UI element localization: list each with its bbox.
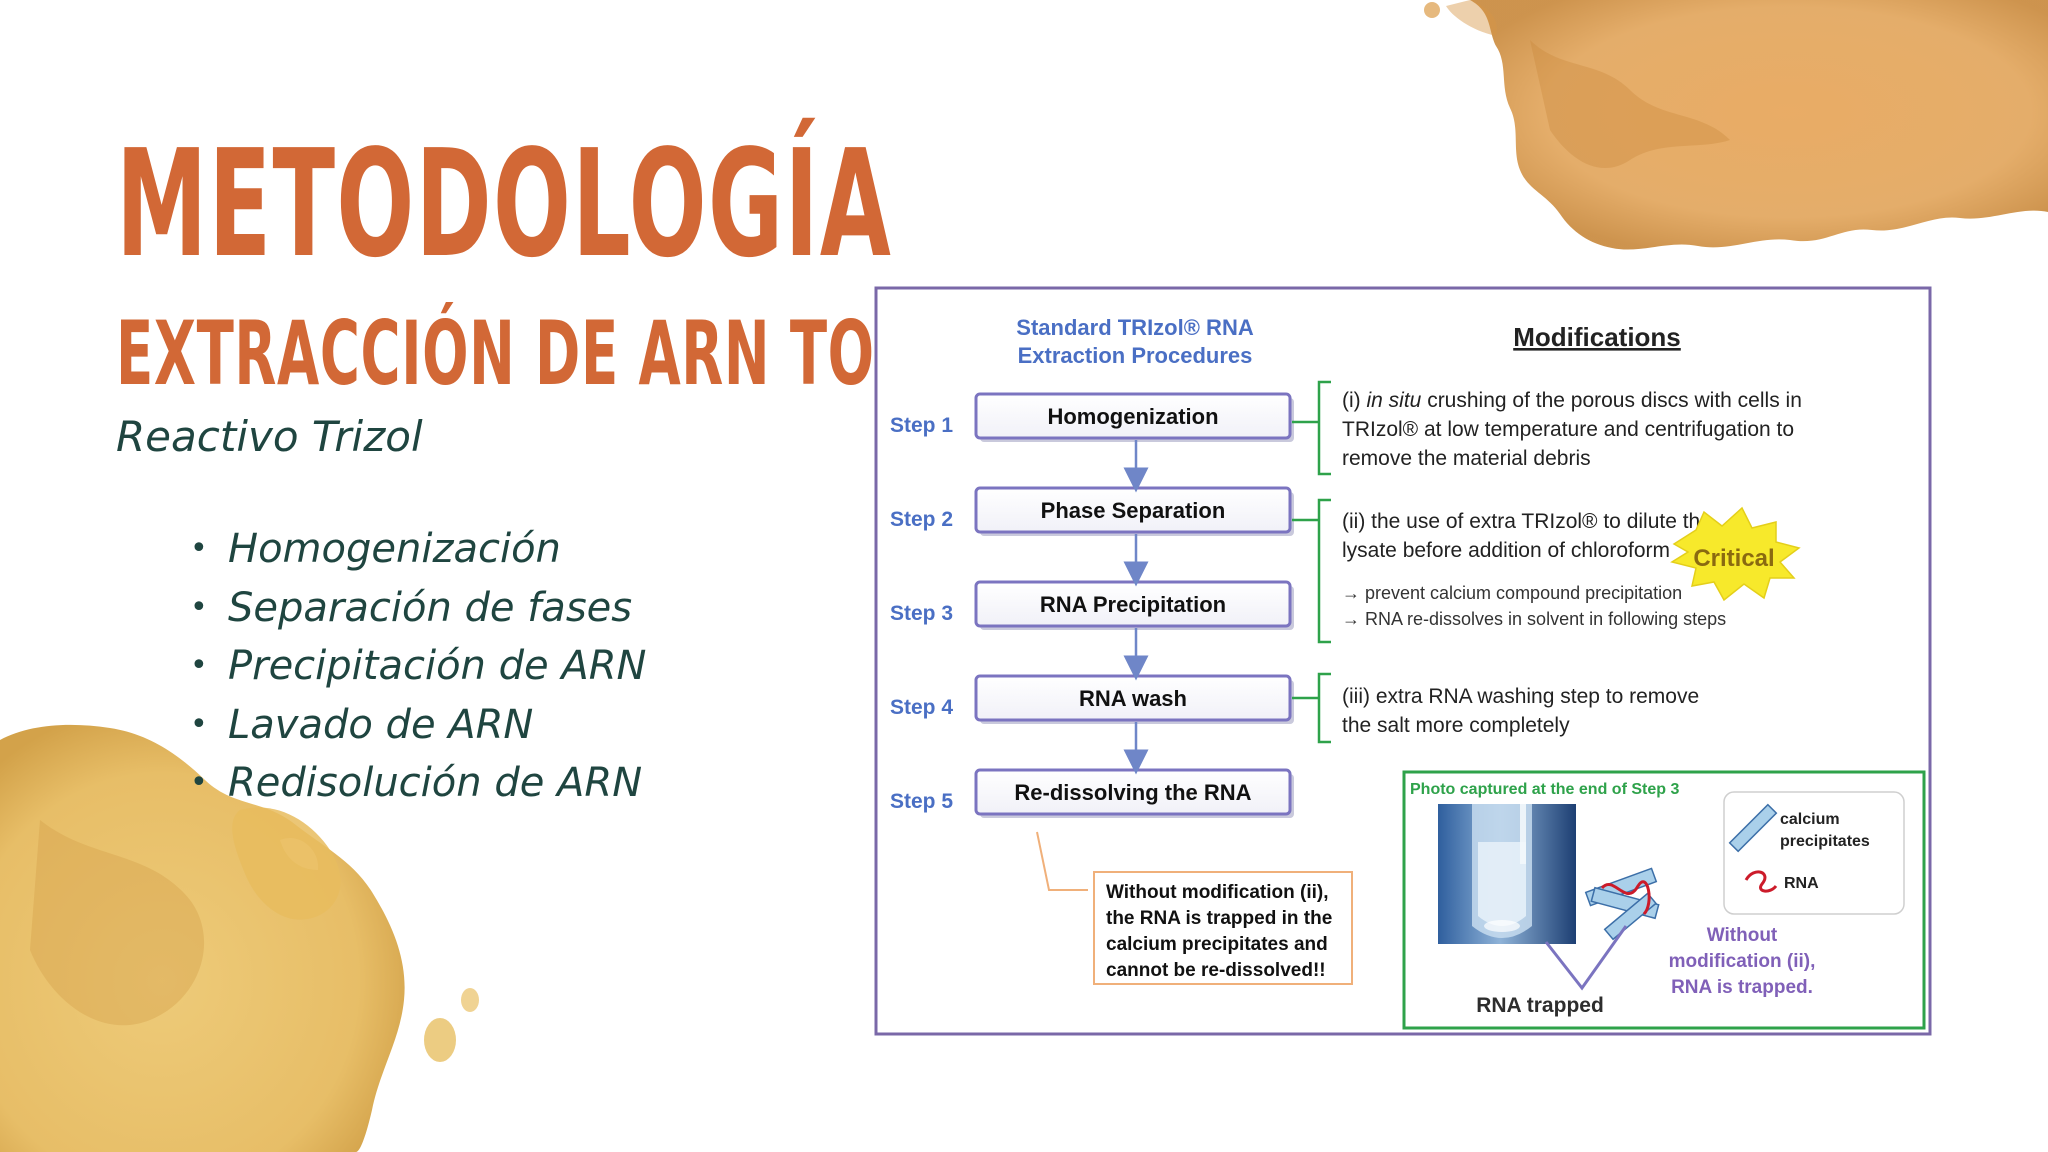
list-item: Precipitación de ARN xyxy=(190,637,646,696)
without-mod-label: Without xyxy=(1707,925,1778,946)
step-label: Step 3 xyxy=(890,602,953,625)
photo-caption: Photo captured at the end of Step 3 xyxy=(1410,781,1679,798)
step-box: Re-dissolving the RNA xyxy=(974,768,1294,818)
modification-ii: (ii) the use of extra TRIzol® to dilute … xyxy=(1342,510,1712,533)
modification-iii: (iii) extra RNA washing step to remove xyxy=(1342,685,1699,708)
modifications-header: Modifications xyxy=(1513,322,1681,352)
modification-ii: lysate before addition of chloroform xyxy=(1342,539,1670,562)
legend-calcium: precipitates xyxy=(1780,833,1870,850)
trizol-protocol-diagram: Standard TRIzol® RNA Extraction Procedur… xyxy=(874,286,1932,1036)
step-label: Step 1 xyxy=(890,414,953,437)
critical-badge: Critical xyxy=(1670,506,1801,602)
modification-ii-effect: → RNA re-dissolves in solvent in followi… xyxy=(1342,609,1726,629)
list-item: Redisolución de ARN xyxy=(190,754,646,813)
list-item: Homogenización xyxy=(190,520,646,579)
step-label: Step 2 xyxy=(890,508,953,531)
modification-iii: the salt more completely xyxy=(1342,714,1570,737)
without-mod-label: modification (ii), xyxy=(1669,951,1816,972)
tube-photo xyxy=(1438,804,1576,944)
procedure-header: Standard TRIzol® RNA xyxy=(1016,315,1254,340)
svg-text:Phase Separation: Phase Separation xyxy=(1041,498,1226,523)
warning-note-text: calcium precipitates and xyxy=(1106,934,1328,955)
calcium-precipitate-icon xyxy=(1728,803,1778,853)
svg-text:Critical: Critical xyxy=(1693,545,1774,572)
trapped-pointer xyxy=(1544,925,1628,991)
warning-note-text: the RNA is trapped in the xyxy=(1106,908,1332,929)
step-label: Step 5 xyxy=(890,790,953,813)
warning-note-text: Without modification (ii), xyxy=(1106,882,1329,903)
warning-note-box xyxy=(1093,871,1353,985)
modification-brackets xyxy=(1292,380,1331,744)
svg-text:Re-dissolving the RNA: Re-dissolving the RNA xyxy=(1014,780,1251,805)
slide-title: METODOLOGÍA xyxy=(116,118,893,290)
list-item: Separación de fases xyxy=(190,579,646,638)
step-box: Homogenization xyxy=(974,392,1294,442)
slide-subtitle: EXTRACCIÓN DE ARN TOTAL xyxy=(116,302,987,405)
legend-rna: RNA xyxy=(1784,875,1819,892)
step-box: RNA wash xyxy=(974,674,1294,724)
svg-text:Homogenization: Homogenization xyxy=(1047,404,1218,429)
svg-text:RNA Precipitation: RNA Precipitation xyxy=(1040,592,1226,617)
step-box: RNA Precipitation xyxy=(974,580,1294,630)
modification-i: remove the material debris xyxy=(1342,447,1591,470)
trapped-rna-illustration xyxy=(1584,867,1660,941)
procedure-header: Extraction Procedures xyxy=(1018,343,1253,368)
methodology-list: Homogenización Separación de fases Preci… xyxy=(190,520,646,813)
note-connector xyxy=(1036,831,1088,891)
legend-box xyxy=(1723,791,1905,915)
reagent-label: Reactivo Trizol xyxy=(116,412,423,461)
modification-i: (i) in situ crushing of the porous discs… xyxy=(1342,389,1802,412)
modification-ii-effect: → prevent calcium compound precipitation xyxy=(1342,583,1682,603)
list-item: Lavado de ARN xyxy=(190,696,646,755)
step-label: Step 4 xyxy=(890,696,953,719)
svg-text:RNA wash: RNA wash xyxy=(1079,686,1187,711)
legend-calcium: calcium xyxy=(1780,811,1840,828)
step-box: Phase Separation xyxy=(974,486,1294,536)
warning-note-text: cannot be re-dissolved!! xyxy=(1106,960,1326,981)
rna-strand-icon xyxy=(1744,870,1778,893)
without-mod-label: RNA is trapped. xyxy=(1671,977,1813,998)
rna-trapped-label: RNA trapped xyxy=(1476,994,1604,1017)
modification-i: TRIzol® at low temperature and centrifug… xyxy=(1342,418,1794,441)
